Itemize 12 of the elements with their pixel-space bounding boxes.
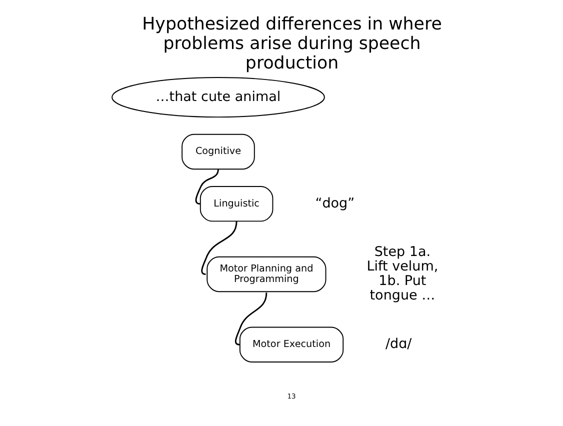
connector: [234, 292, 268, 346]
diagram-title: Hypothesized differences in where problems arise during speech production: [142, 14, 442, 74]
node-box: Motor Execution: [239, 326, 344, 362]
node-label: “dog”: [315, 195, 355, 212]
node-box: Linguistic: [200, 186, 274, 222]
node-ellipse: …that cute animal: [112, 77, 325, 118]
node-box: Motor Planning and Programming: [206, 256, 326, 292]
node-box: Cognitive: [182, 134, 255, 170]
node-label: Step 1a. Lift velum, 1b. Put tongue …: [366, 244, 438, 304]
connector: [195, 169, 219, 205]
connector: [201, 221, 238, 275]
node-label: /dɑ/: [385, 336, 412, 352]
